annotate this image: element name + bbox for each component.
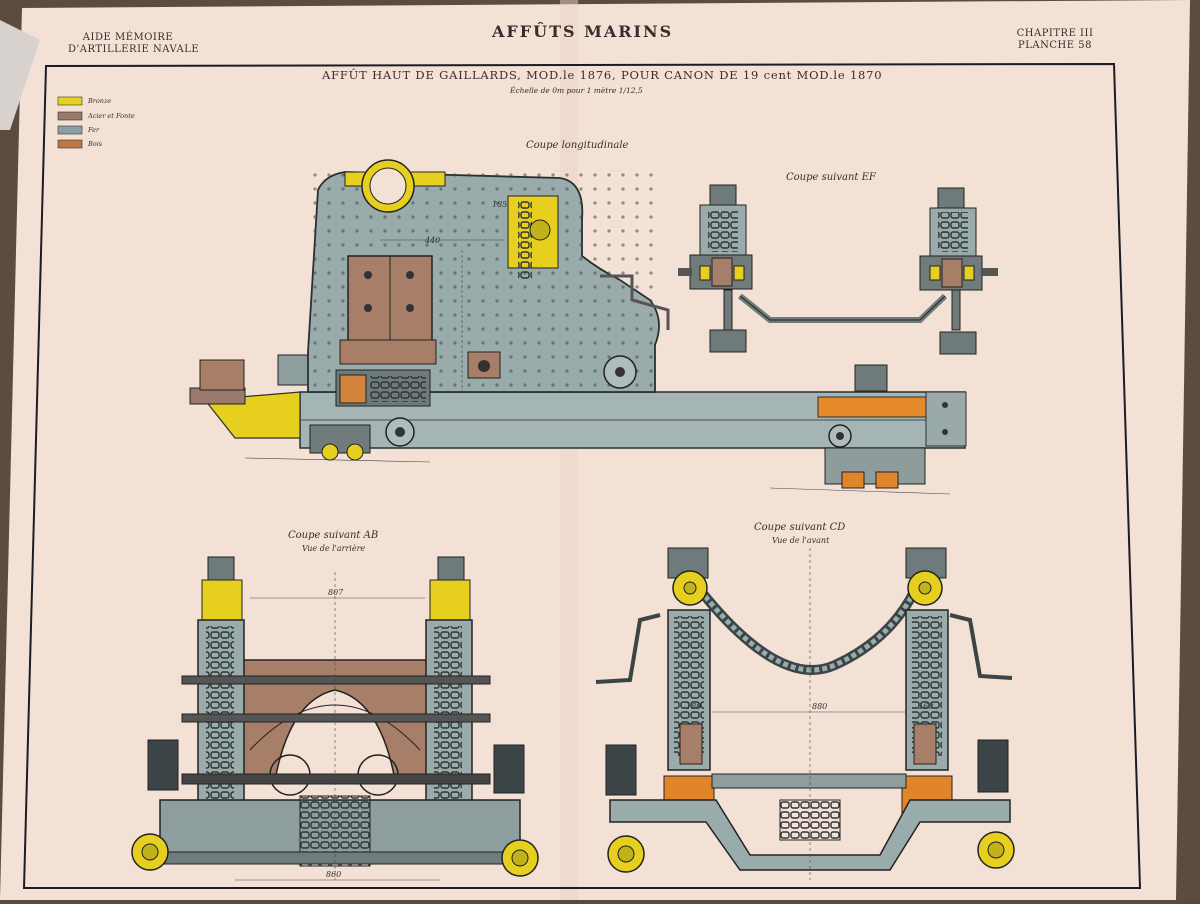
legend-swatch-wood: [57, 139, 83, 149]
plate-frame: [22, 62, 1142, 889]
longitudinal-section: [189, 159, 967, 495]
legend-label-steel: Acier et Fonte: [88, 112, 135, 120]
dim-cd-mid: 880: [812, 702, 828, 711]
legend-label-bronze: Bronze: [88, 97, 112, 105]
legend-label-wood: Bois: [88, 140, 103, 148]
dim-cd-right: 160: [918, 702, 934, 711]
view-title-ab: Coupe suivant AB: [288, 530, 379, 541]
view-subtitle-cd: Vue de l'avant: [772, 536, 830, 545]
header-left-line2: D'ARTILLERIE NAVALE: [68, 44, 200, 55]
section-ef: [678, 184, 998, 355]
dim-cd-left: 180: [686, 702, 702, 711]
header-left: AIDE MÉMOIRE D'ARTILLERIE NAVALE: [68, 32, 200, 56]
header-right-line1: CHAPITRE III: [1016, 28, 1094, 39]
dim-long-a: 440: [425, 236, 441, 245]
legend-swatch-iron: [57, 125, 83, 135]
plate-title: AFFÛT HAUT DE GAILLARDS, MOD.le 1876, PO…: [322, 68, 883, 82]
dim-ab-top: 807: [328, 588, 344, 597]
dim-long-b: 185: [492, 200, 508, 209]
view-subtitle-ab: Vue de l'arrière: [302, 544, 366, 553]
center-fold: [560, 0, 578, 900]
view-title-longitudinal: Coupe longitudinale: [526, 140, 629, 151]
view-title-cd: Coupe suivant CD: [754, 522, 846, 533]
view-title-ef: Coupe suivant EF: [786, 172, 876, 183]
legend-label-iron: Fer: [88, 126, 100, 134]
header-left-line1: AIDE MÉMOIRE: [82, 32, 174, 43]
legend: [57, 96, 83, 149]
header-right-line2: PLANCHE 58: [1018, 40, 1092, 51]
legend-swatch-steel: [57, 111, 83, 121]
plate-scale: Échelle de 0m pour 1 mètre 1/12,5: [510, 86, 643, 95]
center-title: AFFÛTS MARINS: [492, 22, 674, 41]
dim-ab-bottom: 860: [326, 870, 342, 879]
section-ab: [131, 556, 539, 881]
header-right: CHAPITRE III PLANCHE 58: [1012, 28, 1098, 52]
legend-swatch-bronze: [57, 96, 83, 106]
section-cd: [595, 547, 1015, 880]
